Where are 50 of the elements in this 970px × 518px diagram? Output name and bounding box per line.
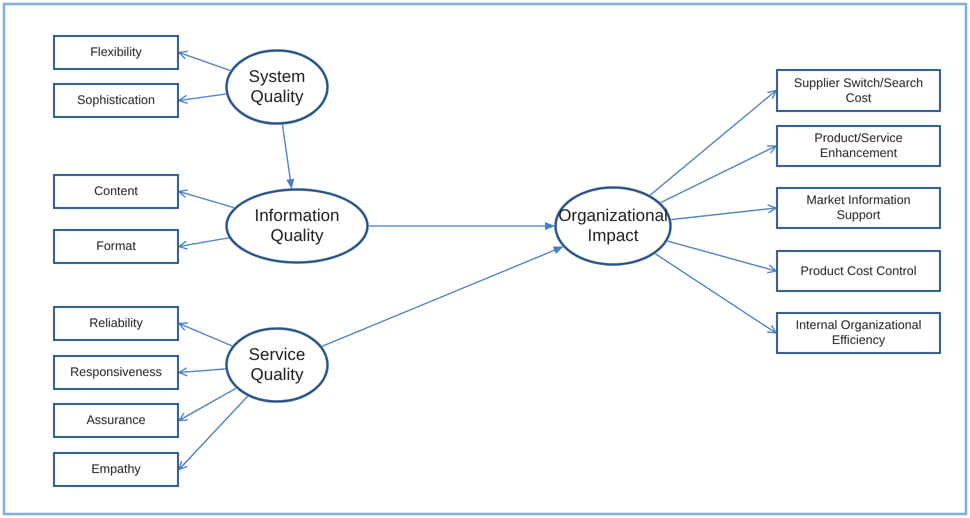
indicator-box bbox=[53, 35, 179, 70]
indicator-box bbox=[776, 69, 941, 112]
arrow bbox=[667, 240, 777, 274]
arrow bbox=[178, 322, 232, 347]
indicator-label: Product Cost Control bbox=[800, 264, 917, 278]
arrow bbox=[178, 189, 234, 208]
construct-label: Information Quality bbox=[253, 206, 341, 246]
indicator-label: Empathy bbox=[91, 462, 141, 477]
indicator-box bbox=[53, 229, 179, 264]
arrow bbox=[282, 124, 294, 190]
construct-label: Service Quality bbox=[248, 344, 306, 386]
arrow bbox=[178, 93, 226, 104]
indicator-box bbox=[53, 83, 179, 118]
indicator-box bbox=[53, 174, 179, 209]
indicator-label: Market Information Support bbox=[805, 193, 912, 223]
indicator-box bbox=[53, 403, 179, 438]
construct-label: Organizational Impact bbox=[557, 206, 669, 246]
indicator-box bbox=[776, 250, 941, 292]
arrow bbox=[178, 237, 229, 250]
indicator-label: Supplier Switch/Search Cost bbox=[792, 76, 924, 106]
arrow bbox=[178, 388, 236, 422]
indicator-box bbox=[776, 187, 941, 229]
indicator-box bbox=[776, 312, 941, 354]
indicator-label: Responsiveness bbox=[70, 365, 162, 380]
indicator-label: Format bbox=[96, 239, 136, 254]
construct-ellipse bbox=[554, 186, 672, 266]
arrow bbox=[671, 204, 777, 220]
indicator-box bbox=[776, 125, 941, 167]
indicator-label: Sophistication bbox=[77, 93, 155, 108]
construct-ellipse bbox=[225, 49, 329, 125]
indicator-box bbox=[53, 306, 179, 341]
arrow bbox=[178, 50, 230, 72]
arrow bbox=[178, 367, 226, 377]
arrow bbox=[322, 246, 564, 347]
arrow bbox=[650, 90, 777, 196]
indicator-label: Content bbox=[94, 184, 138, 199]
arrow bbox=[660, 145, 777, 204]
arrow bbox=[178, 396, 248, 470]
construct-ellipse bbox=[225, 327, 329, 403]
arrow bbox=[369, 222, 555, 230]
indicator-label: Reliability bbox=[89, 316, 143, 331]
construct-label: System Quality bbox=[248, 66, 306, 108]
arrow bbox=[655, 253, 777, 334]
indicator-label: Internal Organizational Efficiency bbox=[794, 318, 922, 348]
indicator-label: Product/Service Enhancement bbox=[813, 131, 904, 161]
indicator-label: Assurance bbox=[86, 413, 146, 428]
indicator-box bbox=[53, 355, 179, 390]
construct-ellipse bbox=[225, 188, 369, 264]
indicator-label: Flexibility bbox=[90, 45, 142, 60]
indicator-box bbox=[53, 452, 179, 487]
